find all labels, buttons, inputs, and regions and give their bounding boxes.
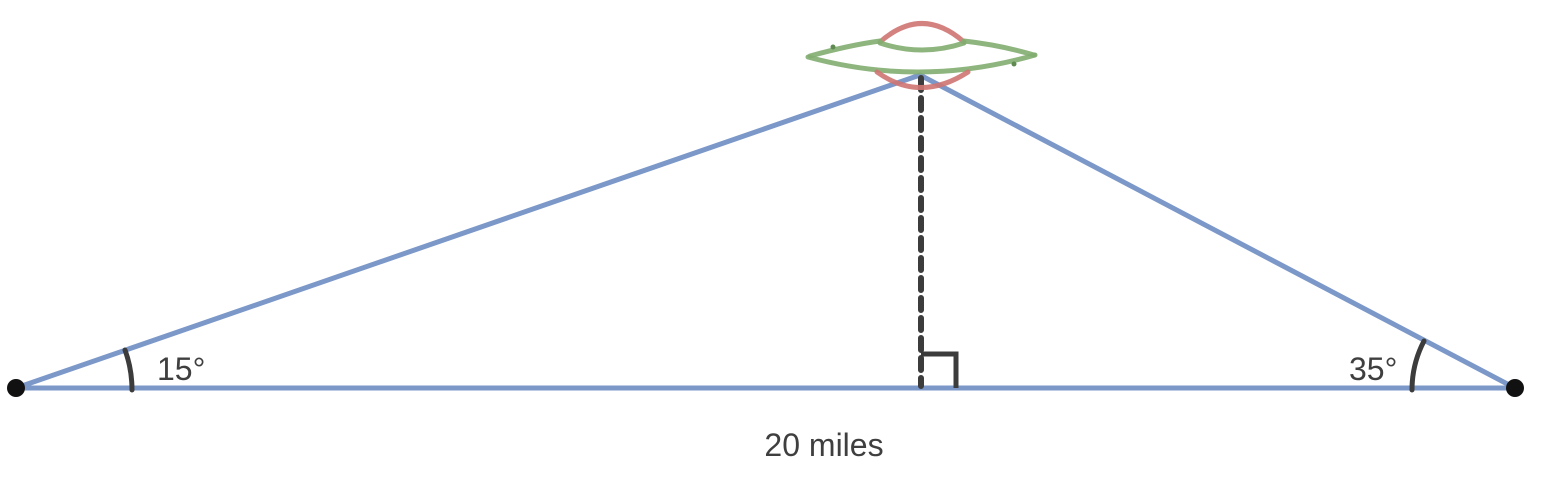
right-side-line	[917, 72, 1518, 391]
left-angle-arc	[122, 347, 135, 393]
flying-saucer-icon	[805, 21, 1038, 90]
left-side-line	[13, 72, 923, 391]
left-vertex-point	[7, 379, 25, 397]
left-angle-label: 15°	[157, 351, 205, 387]
right-vertex-point	[1506, 379, 1524, 397]
right-angle-marker	[921, 351, 959, 388]
right-angle-arc	[1409, 338, 1427, 393]
base-length-label: 20 miles	[764, 427, 883, 463]
right-angle-label: 35°	[1349, 351, 1397, 387]
